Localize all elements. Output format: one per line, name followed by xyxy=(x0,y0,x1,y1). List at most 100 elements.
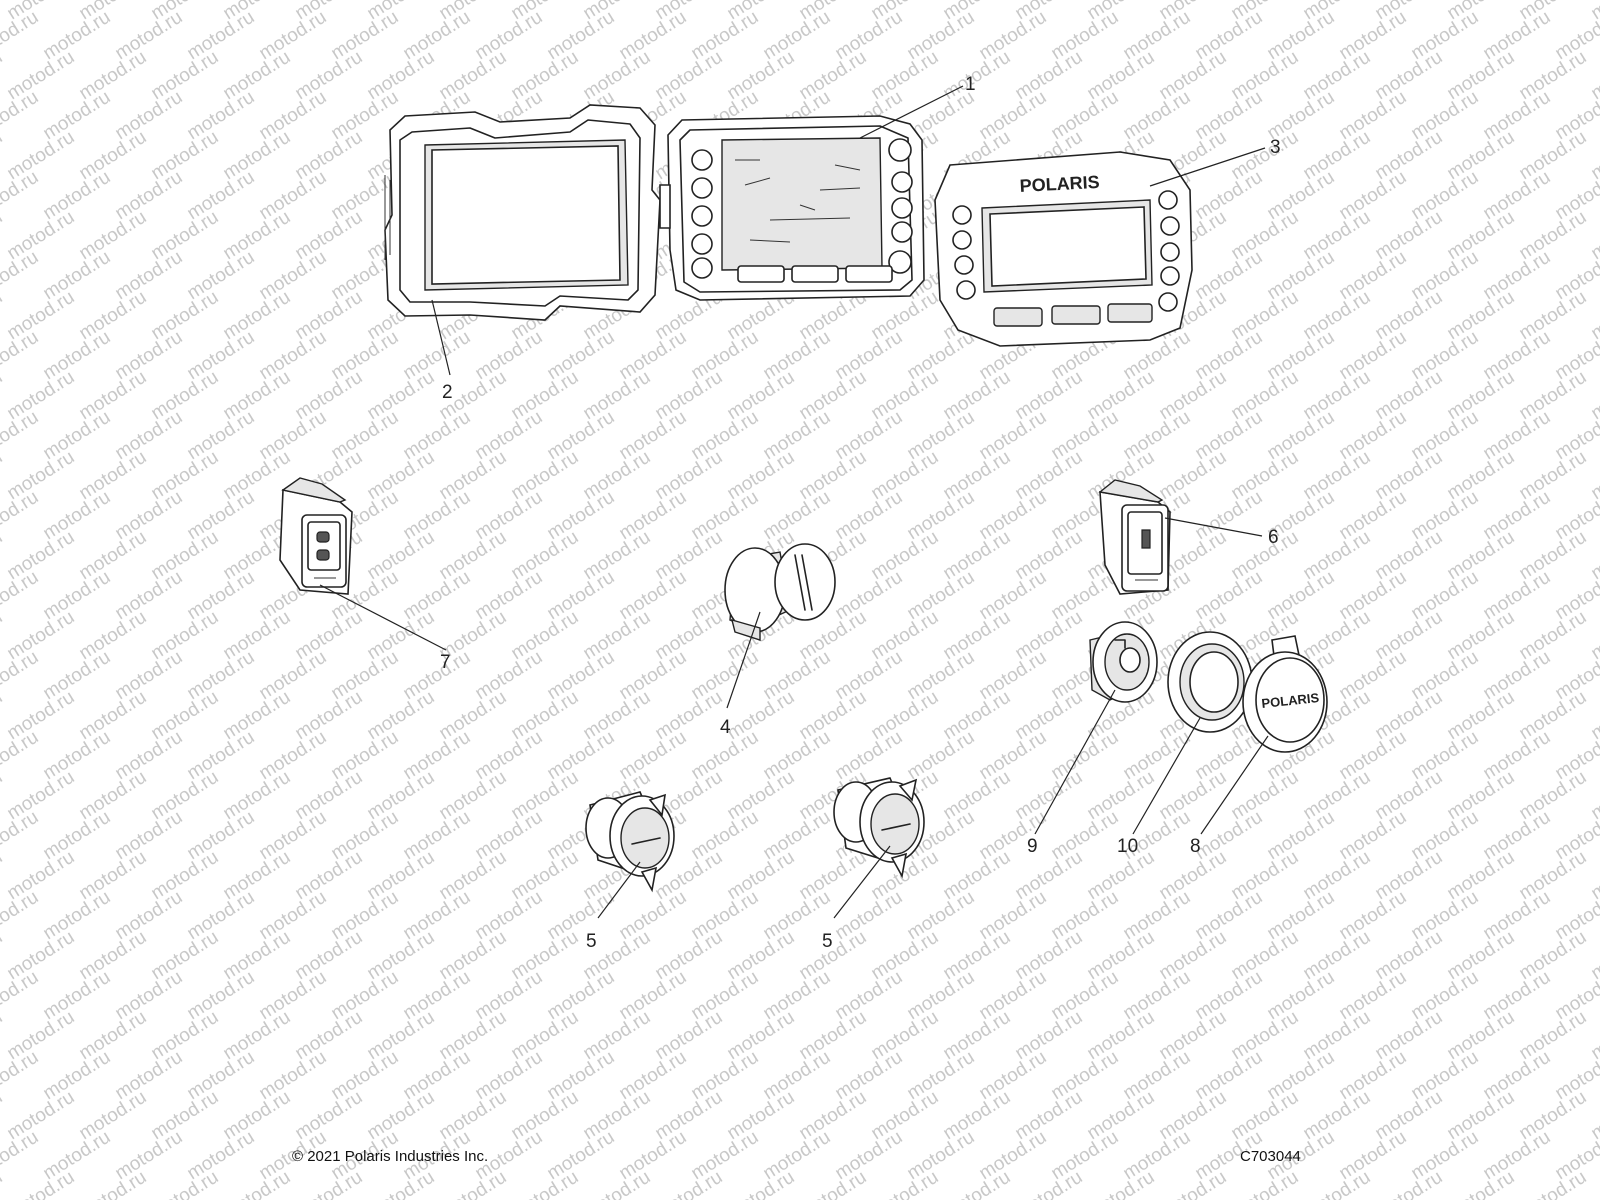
watermark-text: motod.ru xyxy=(40,1047,115,1105)
watermark-text: motod.ru xyxy=(1336,1047,1411,1105)
watermark-text: motod.ru xyxy=(904,967,979,1025)
watermark-text: motod.ru xyxy=(472,647,547,705)
watermark-text: motod.ru xyxy=(220,367,295,425)
watermark-text: motod.ru xyxy=(1408,1047,1483,1105)
watermark-text: motod.ru xyxy=(400,727,475,785)
watermark-text: motod.ru xyxy=(1372,767,1447,825)
watermark-text: motod.ru xyxy=(400,1047,475,1105)
watermark-text: motod.ru xyxy=(76,127,151,185)
watermark-text: motod.ru xyxy=(1300,47,1375,105)
watermark-text: motod.ru xyxy=(760,1047,835,1105)
watermark-text: motod.ru xyxy=(1336,407,1411,465)
watermark-text: motod.ru xyxy=(904,887,979,945)
part-1-instrument-cluster xyxy=(659,115,925,301)
watermark-text: motod.ru xyxy=(328,647,403,705)
watermark-text: motod.ru xyxy=(1444,927,1519,985)
watermark-text: motod.ru xyxy=(292,127,367,185)
watermark-text: motod.ru xyxy=(148,607,223,665)
watermark-text: motod.ru xyxy=(1084,47,1159,105)
watermark-text: motod.ru xyxy=(0,607,6,665)
watermark-text: motod.ru xyxy=(220,607,295,665)
watermark-text: motod.ru xyxy=(184,887,259,945)
watermark-text: motod.ru xyxy=(436,767,511,825)
part-2-bezel-frame xyxy=(384,104,661,321)
watermark-text: motod.ru xyxy=(1480,567,1555,625)
watermark-text: motod.ru xyxy=(796,847,871,905)
watermark-text: motod.ru xyxy=(796,47,871,105)
watermark-text: motod.ru xyxy=(1012,927,1087,985)
watermark-text: motod.ru xyxy=(1444,1007,1519,1065)
watermark-text: motod.ru xyxy=(580,47,655,105)
watermark-text: motod.ru xyxy=(1516,767,1591,825)
watermark-text: motod.ru xyxy=(256,247,331,305)
watermark-text: motod.ru xyxy=(1336,967,1411,1025)
watermark-text: motod.ru xyxy=(1372,607,1447,665)
watermark-text: motod.ru xyxy=(1300,367,1375,425)
watermark-text: motod.ru xyxy=(688,327,763,385)
watermark-text: motod.ru xyxy=(1228,767,1303,825)
watermark-text: motod.ru xyxy=(328,407,403,465)
watermark-text: motod.ru xyxy=(1336,487,1411,545)
watermark-text: motod.ru xyxy=(76,1167,151,1200)
watermark-text: motod.ru xyxy=(148,847,223,905)
watermark-text: motod.ru xyxy=(796,367,871,425)
watermark-text: motod.ru xyxy=(328,967,403,1025)
watermark-text: motod.ru xyxy=(1012,767,1087,825)
watermark-text: motod.ru xyxy=(940,1007,1015,1065)
watermark-text: motod.ru xyxy=(0,7,42,65)
watermark-text: motod.ru xyxy=(76,607,151,665)
watermark-text: motod.ru xyxy=(904,487,979,545)
watermark-text: motod.ru xyxy=(1336,327,1411,385)
watermark-text: motod.ru xyxy=(544,327,619,385)
watermark-text: motod.ru xyxy=(760,407,835,465)
watermark-text: motod.ru xyxy=(76,527,151,585)
watermark-text: motod.ru xyxy=(292,847,367,905)
watermark-text: motod.ru xyxy=(148,47,223,105)
watermark-text: motod.ru xyxy=(1156,1007,1231,1065)
watermark-text: motod.ru xyxy=(1516,847,1591,905)
callout-5-left: 5 xyxy=(586,931,597,952)
watermark-text: motod.ru xyxy=(76,1007,151,1065)
watermark-text: motod.ru xyxy=(256,327,331,385)
watermark-text: motod.ru xyxy=(832,647,907,705)
part-8-socket-cap: POLARIS xyxy=(1242,635,1328,753)
watermark-text: motod.ru xyxy=(1444,847,1519,905)
watermark-text: motod.ru xyxy=(508,767,583,825)
watermark-text: motod.ru xyxy=(1156,447,1231,505)
watermark-text: motod.ru xyxy=(1228,527,1303,585)
watermark-text: motod.ru xyxy=(472,567,547,625)
watermark-text: motod.ru xyxy=(4,527,79,585)
watermark-text: motod.ru xyxy=(652,687,727,745)
watermark-text: motod.ru xyxy=(832,7,907,65)
watermark-text: motod.ru xyxy=(868,607,943,665)
watermark-text: motod.ru xyxy=(508,367,583,425)
watermark-text: motod.ru xyxy=(112,247,187,305)
watermark-text: motod.ru xyxy=(0,47,6,105)
watermark-text: motod.ru xyxy=(1300,287,1375,345)
watermark-text: motod.ru xyxy=(184,567,259,625)
part-5-indicator-lamp-left xyxy=(585,791,675,893)
watermark-text: motod.ru xyxy=(1480,807,1555,865)
watermark-text: motod.ru xyxy=(544,1047,619,1105)
callout-1: 1 xyxy=(965,74,976,95)
watermark-text: motod.ru xyxy=(976,887,1051,945)
watermark-text: motod.ru xyxy=(544,487,619,545)
watermark-text: motod.ru xyxy=(1372,847,1447,905)
watermark-text: motod.ru xyxy=(4,1087,79,1145)
watermark-text: motod.ru xyxy=(544,7,619,65)
watermark-text: motod.ru xyxy=(1192,327,1267,385)
watermark-text: motod.ru xyxy=(1588,287,1600,345)
watermark-text: motod.ru xyxy=(1480,407,1555,465)
watermark-text: motod.ru xyxy=(724,927,799,985)
watermark-text: motod.ru xyxy=(868,447,943,505)
watermark-text: motod.ru xyxy=(1156,1087,1231,1145)
watermark-text: motod.ru xyxy=(400,327,475,385)
watermark-text: motod.ru xyxy=(1300,1007,1375,1065)
watermark-text: motod.ru xyxy=(292,47,367,105)
watermark-text: motod.ru xyxy=(616,567,691,625)
watermark-text: motod.ru xyxy=(256,1047,331,1105)
watermark-text: motod.ru xyxy=(940,47,1015,105)
watermark-text: motod.ru xyxy=(364,367,439,425)
cluster-right-buttons xyxy=(888,138,913,274)
watermark-text: motod.ru xyxy=(1084,367,1159,425)
